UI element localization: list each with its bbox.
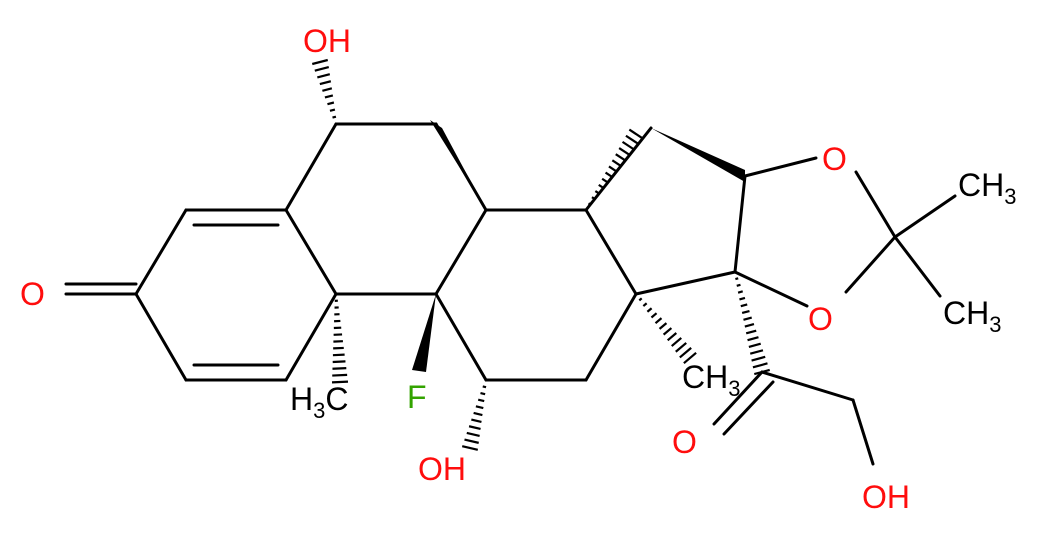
ring-c-bonds — [434, 208, 638, 382]
bond-cq-me1 — [893, 194, 957, 239]
label-ketone-o: O — [20, 276, 45, 312]
bond-c20-o — [712, 370, 764, 426]
bond-c20-o-double — [722, 380, 775, 436]
hashed-bonds — [311, 58, 771, 451]
bond-b4 — [434, 208, 488, 296]
label-ketone-o2: O — [672, 424, 697, 460]
atom-labels: OH O H3C F OH CH3 O O CH3 CH3 O OH — [20, 23, 1016, 515]
bond-cq-o2 — [844, 235, 897, 294]
label-ch3-mid: CH3 — [682, 359, 740, 401]
side-chain-bonds — [712, 370, 875, 466]
wedge-c8-h — [430, 120, 486, 210]
label-h3c-left: H3C — [290, 381, 348, 423]
bond-o1-c16 — [743, 156, 818, 178]
bond-d1 — [584, 126, 653, 212]
label-fluorine: F — [407, 379, 427, 415]
label-oh-bottom: OH — [418, 451, 466, 487]
label-ch3-right-bottom: CH3 — [943, 295, 1001, 337]
wedge-c16 — [651, 128, 745, 182]
ring-b-bonds — [284, 122, 488, 296]
ring-a-bonds — [64, 208, 338, 382]
bond-c20-c21 — [760, 370, 855, 402]
label-oh-right: OH — [862, 479, 910, 515]
ring-d-bonds — [584, 126, 747, 296]
bond-cq-me2 — [893, 235, 942, 298]
bond-c4-c5 — [284, 208, 338, 296]
bond-o1-cq — [854, 170, 897, 239]
hash-c14-h — [587, 128, 644, 206]
bond-b1 — [284, 122, 338, 212]
bond-d4 — [634, 270, 737, 296]
dioxolane-bonds — [733, 156, 957, 308]
wedge-c9-f — [412, 294, 436, 372]
label-o-lower: O — [808, 301, 833, 337]
bond-c5r — [434, 292, 488, 382]
bond-c1-c2 — [134, 292, 188, 382]
hash-c10-me — [331, 299, 349, 384]
bond-d3 — [733, 174, 747, 274]
bond-o2-c17 — [733, 270, 809, 308]
hash-c6-oh — [311, 58, 337, 119]
bond-c2r — [584, 208, 638, 296]
wedge-bonds — [412, 120, 745, 372]
bond-c2-c3 — [134, 208, 188, 296]
label-oh-top: OH — [303, 23, 351, 59]
hash-c17-c20 — [735, 277, 771, 376]
bond-c5-c10 — [284, 292, 338, 382]
bond-c3r — [584, 292, 638, 382]
bond-c21-oh — [851, 398, 875, 466]
hash-c11-oh — [461, 385, 487, 451]
label-o-upper: O — [822, 141, 847, 177]
label-ch3-right-top: CH3 — [958, 167, 1016, 209]
hash-c13-me — [638, 297, 697, 364]
